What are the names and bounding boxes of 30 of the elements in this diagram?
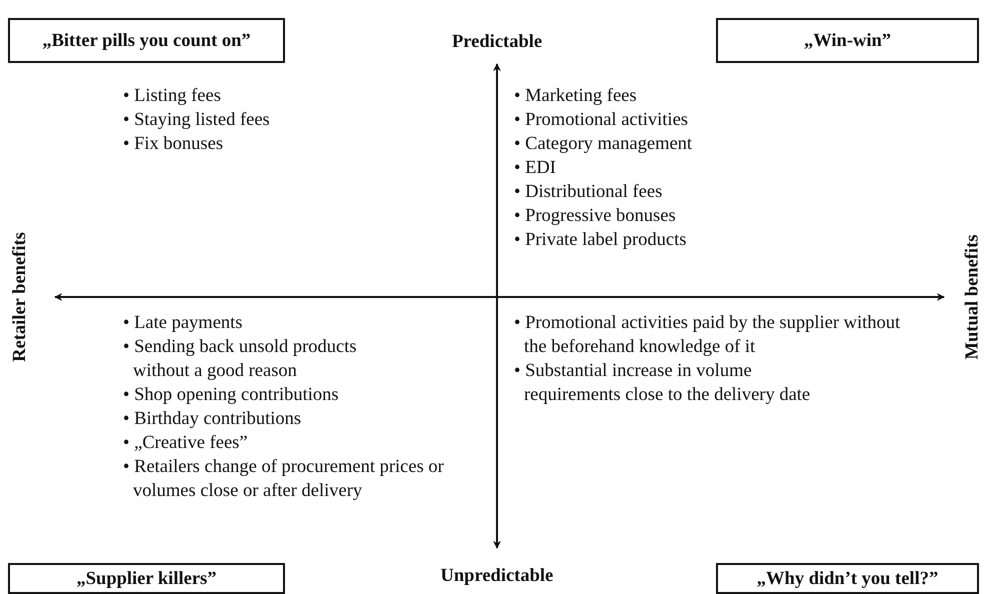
axis-label: Predictable <box>452 31 542 54</box>
bullet-item: • Marketing fees <box>514 85 637 108</box>
quadrant-title-box <box>8 18 285 63</box>
bullet-item: • Late payments <box>123 312 242 335</box>
axis-label: Retailer benefits <box>8 232 31 362</box>
bullet-item: • Sending back unsold products without a good reason <box>123 336 358 383</box>
bullet-item: • „Creative fees” <box>123 432 248 455</box>
bullet-item: • Category management <box>514 133 692 156</box>
bullet-item: • Promotional activities paid by the supplier without the beforehand knowledge of it <box>514 312 902 359</box>
bullet-item: • Promotional activities <box>514 109 688 132</box>
bullet-item: • Fix bonuses <box>123 133 224 156</box>
quadrant-title-box <box>716 563 979 594</box>
bullet-item: • Staying listed fees <box>123 109 270 132</box>
bullet-item: • Listing fees <box>123 85 221 108</box>
bullet-item: • Birthday contributions <box>123 408 302 431</box>
bullet-item: • Distributional fees <box>514 181 662 204</box>
bullet-item: • EDI <box>514 157 556 180</box>
quadrant-title-box <box>716 18 979 63</box>
bullet-item: • Substantial increase in volume requirements close to the delivery date <box>514 360 812 407</box>
axis-label: Unpredictable <box>440 565 554 588</box>
quadrant-title: „Win-win” <box>804 30 892 52</box>
quadrant-title: „Supplier killers” <box>76 568 216 590</box>
quadrant-title-box <box>8 563 285 594</box>
quadrant-title: „Why didn’t you tell?” <box>756 568 938 590</box>
bullet-item: • Private label products <box>514 229 686 252</box>
bullet-item: • Shop opening contributions <box>123 384 339 407</box>
quadrant-title: „Bitter pills you count on” <box>42 30 251 52</box>
axis-label: Mutual benefits <box>960 234 983 360</box>
bullet-item: • Retailers change of procurement prices or volumes close or after delivery <box>123 456 445 503</box>
bullet-item: • Progressive bonuses <box>514 205 676 228</box>
